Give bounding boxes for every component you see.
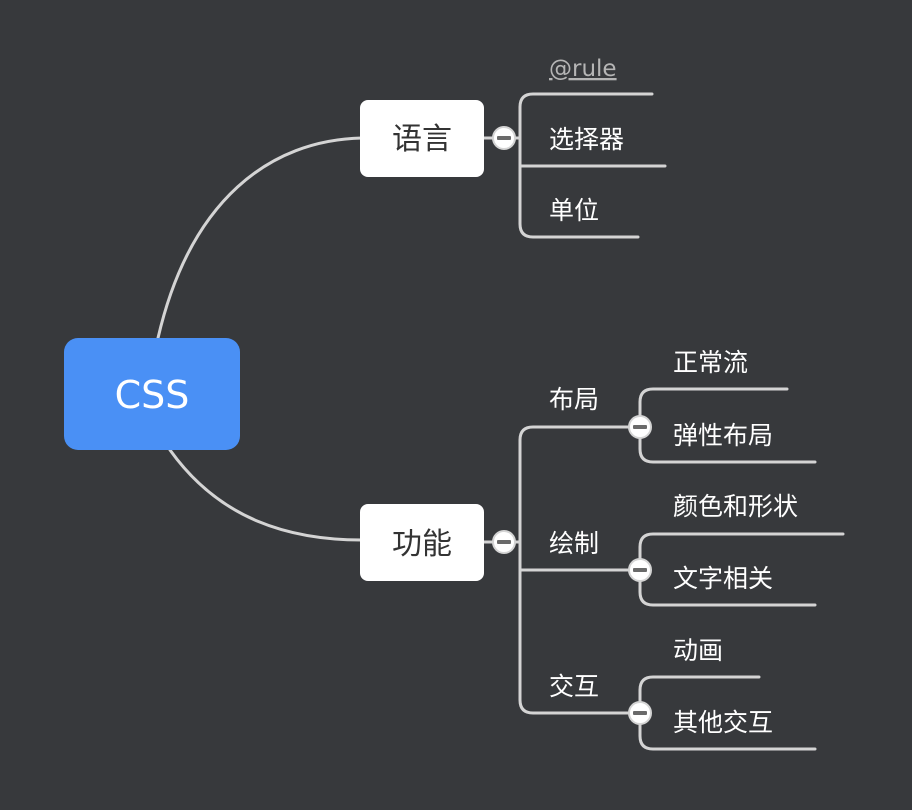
leaf-normal-flow[interactable]: 正常流 xyxy=(673,348,748,377)
connector-root-function xyxy=(168,448,364,542)
leaf-text-related[interactable]: 文字相关 xyxy=(673,564,773,593)
connector-unit xyxy=(518,164,640,239)
topic-language-label: 语言 xyxy=(392,122,452,157)
topic-function-label: 功能 xyxy=(392,527,452,562)
connector-lines xyxy=(156,92,845,751)
collapse-function-icon[interactable] xyxy=(492,530,516,554)
topic-function[interactable]: 功能 xyxy=(360,504,484,581)
collapse-interaction-icon[interactable] xyxy=(628,701,652,725)
leaf-flexbox[interactable]: 弹性布局 xyxy=(673,421,773,450)
connector-interaction xyxy=(518,568,642,715)
subtopic-selector[interactable]: 选择器 xyxy=(549,125,624,154)
leaf-animation[interactable]: 动画 xyxy=(673,636,723,665)
collapse-paint-icon[interactable] xyxy=(628,558,652,582)
collapse-layout-icon[interactable] xyxy=(628,415,652,439)
root-label: CSS xyxy=(115,373,190,417)
root-node[interactable]: CSS xyxy=(64,338,240,450)
subtopic-rule[interactable]: @rule xyxy=(549,56,617,82)
subtopic-layout[interactable]: 布局 xyxy=(549,385,599,414)
connector-layout xyxy=(518,425,642,544)
collapse-language-icon[interactable] xyxy=(492,126,516,150)
subtopic-paint[interactable]: 绘制 xyxy=(549,529,599,558)
connector-rule xyxy=(518,92,654,140)
leaf-color-shape[interactable]: 颜色和形状 xyxy=(673,492,798,521)
topic-language[interactable]: 语言 xyxy=(360,100,484,177)
connector-root-language xyxy=(156,136,364,340)
subtopic-interaction[interactable]: 交互 xyxy=(549,672,599,701)
leaf-other-interaction[interactable]: 其他交互 xyxy=(673,708,773,737)
subtopic-unit[interactable]: 单位 xyxy=(549,196,599,225)
